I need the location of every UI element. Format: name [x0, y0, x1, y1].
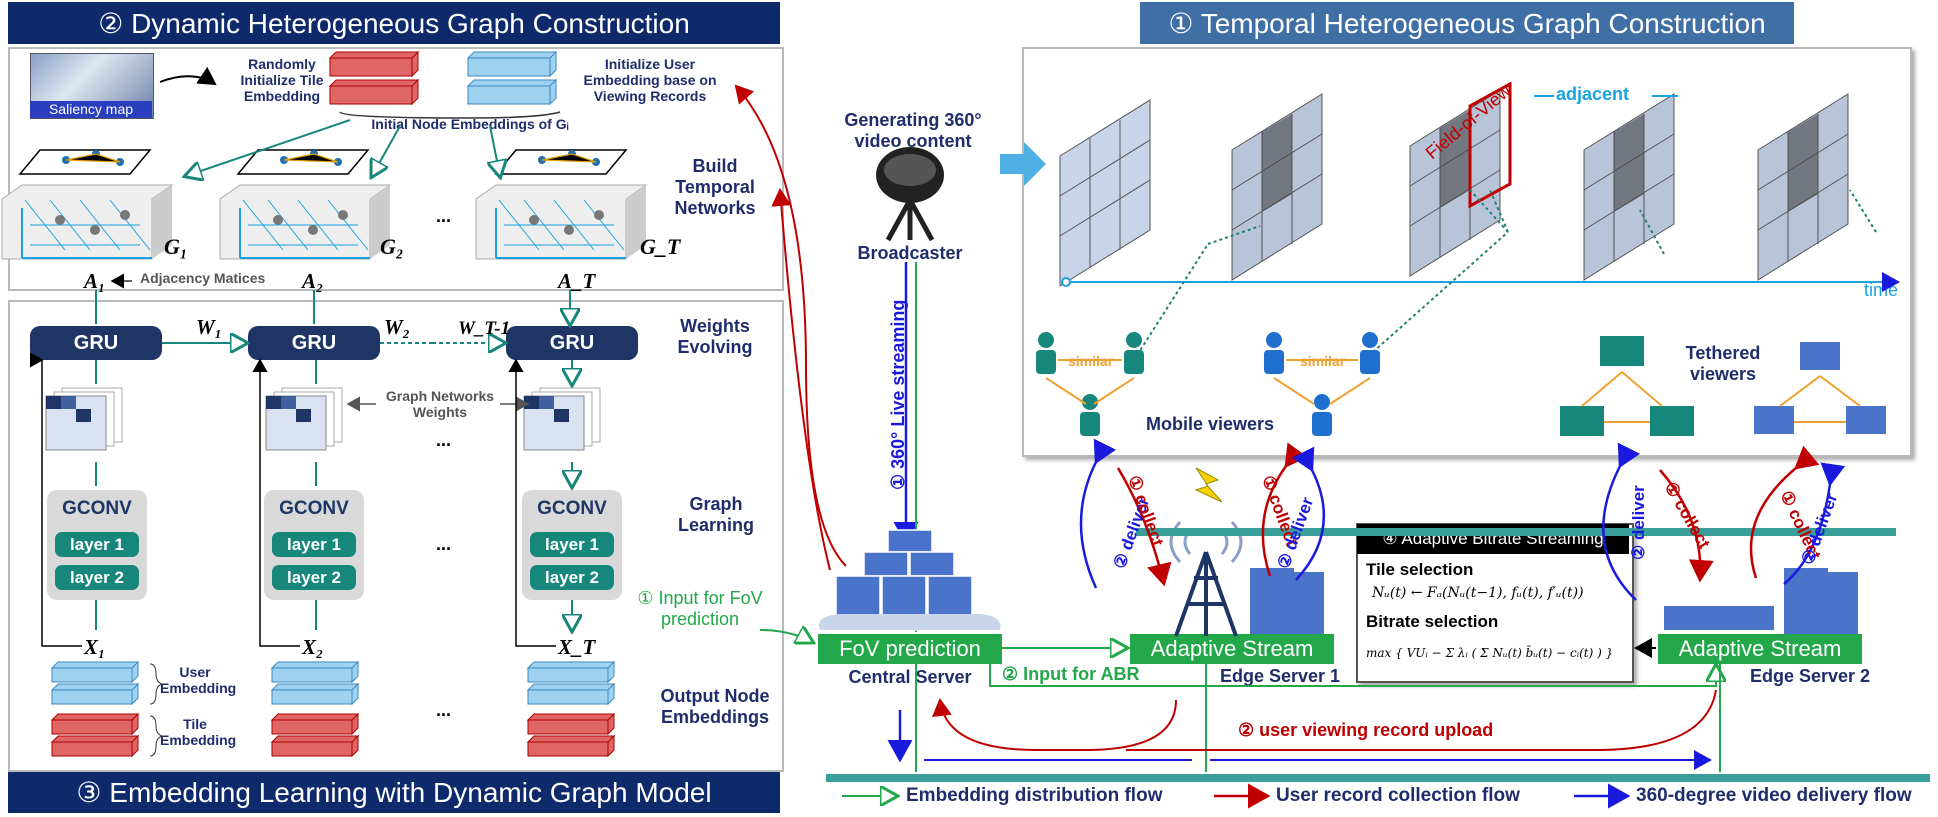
w1-label: W₁ — [196, 315, 222, 339]
camera-icon — [876, 147, 944, 242]
gru-label-2: GRU — [291, 331, 337, 354]
tile-embedding-label: Tile Embedding — [160, 716, 237, 748]
collect-label-3: ① collect — [1661, 479, 1715, 553]
legend-user-text: User record collection flow — [1276, 785, 1520, 806]
bottom-rail — [826, 774, 1930, 782]
fov-prediction-text: FoV prediction — [839, 636, 981, 661]
gru-label-1: GRU — [73, 331, 119, 354]
live-streaming-label: ① 360° Live streaming — [888, 300, 908, 490]
weight-matrix-2 — [265, 387, 343, 451]
init-user-label: Initialize User Embedding base on Viewin… — [583, 56, 717, 104]
a2-label: A₂ — [300, 269, 323, 293]
edge-server-2-icon — [1664, 568, 1858, 634]
dots-mid-1: ... — [436, 430, 451, 450]
upload-label: ② user viewing record upload — [1238, 720, 1494, 740]
broadcaster-label: Broadcaster — [857, 243, 963, 263]
gconv-t-layer-1: layer 1 — [530, 532, 614, 557]
adaptive-stream-box-2: Adaptive Stream — [1658, 634, 1862, 664]
g1-label: G₁ — [164, 234, 188, 259]
gconv-title-2: GCONV — [279, 498, 349, 519]
tethered-viewers-icons — [1560, 336, 1694, 436]
graph-snapshot-t — [475, 149, 648, 260]
adaptive-stream-text-1: Adaptive Stream — [1150, 636, 1314, 661]
tile-embedding-init — [328, 50, 420, 106]
central-server-label: Central Server — [848, 667, 972, 687]
weight-matrix-t — [523, 387, 601, 451]
x2-label: X₂ — [301, 635, 323, 659]
output-embeddings — [50, 660, 616, 758]
tile-selection-label: Tile selection — [1366, 560, 1474, 579]
embedding-learning-title-text: ③ Embedding Learning with Dynamic Graph … — [76, 776, 712, 808]
tethered-viewers-label: Tethered viewers — [1685, 343, 1761, 384]
mobile-viewers-icons — [1036, 332, 1380, 436]
embedding-learning-title: ③ Embedding Learning with Dynamic Graph … — [8, 771, 780, 813]
saliency-map-text: Saliency map — [48, 101, 134, 117]
user-embedding-label: User Embedding — [160, 664, 237, 696]
edge-server-1-icon — [1250, 568, 1324, 634]
gconv-title-1: GCONV — [62, 498, 132, 519]
mobile-viewers-label: Mobile viewers — [1145, 414, 1275, 434]
build-temporal-label: Build Temporal Networks — [674, 156, 756, 218]
w2-label: W₂ — [384, 315, 410, 339]
legend-embedding-text: Embedding distribution flow — [906, 785, 1163, 806]
gconv-block-2: GCONV layer 1 layer 2 — [264, 490, 364, 600]
temporal-graph-title: ① Temporal Heterogeneous Graph Construct… — [1140, 2, 1794, 44]
legend-delivery-text: 360-degree video delivery flow — [1636, 785, 1912, 806]
fov-prediction-box: FoV prediction — [818, 634, 1002, 664]
adjacency-label: Adjacency Matices — [140, 270, 266, 286]
similar-label-2: similar — [1300, 353, 1346, 369]
tile-selection-equation: Nᵤ(t) ← Fₐ(Nᵤ(t−1), fᵤ(t), f′ᵤ(t)) — [1372, 585, 1584, 601]
at-label: A_T — [556, 269, 597, 293]
graph-snapshot-1 — [1, 149, 174, 260]
gt-label: G_T — [640, 234, 682, 259]
output-node-label: Output Node Embeddings — [660, 686, 770, 727]
dynamic-graph-title: ② Dynamic Heterogeneous Graph Constructi… — [8, 2, 780, 44]
dots-mid-3: ... — [436, 700, 451, 720]
g2-label: G₂ — [380, 234, 404, 259]
input-abr-label: ② Input for ABR — [1002, 664, 1140, 684]
dynamic-graph-title-text: ② Dynamic Heterogeneous Graph Constructi… — [98, 7, 690, 39]
gconv-2-layer-2: layer 2 — [272, 565, 356, 590]
gconv-1-layer-2: layer 2 — [55, 565, 139, 590]
cell-tower-icon — [1169, 467, 1243, 637]
similar-label-1: similar — [1068, 353, 1114, 369]
edge-server-1-label: Edge Server 1 — [1219, 666, 1341, 686]
x1-label: X₁ — [83, 635, 105, 659]
adaptive-stream-box-1: Adaptive Stream — [1130, 634, 1334, 664]
gconv-1-layer-1: layer 1 — [55, 532, 139, 557]
a1-label: A₁ — [82, 269, 105, 293]
random-tile-label: Randomly Initialize Tile Embedding — [240, 56, 324, 104]
dots-top: ... — [436, 206, 451, 226]
wt1-label: W_T-1 — [458, 318, 510, 339]
graph-learning-label: Graph Learning — [677, 494, 754, 535]
bitrate-selection-heading: Bitrate selection — [1366, 612, 1499, 631]
xt-label: X_T — [557, 635, 597, 659]
gconv-t-layer-2: layer 2 — [530, 565, 614, 590]
saliency-map-label: Saliency map — [30, 101, 152, 118]
deliver-label-3: ② deliver — [1629, 485, 1648, 560]
gru-block-1: GRU — [30, 326, 162, 360]
edge-server-2-label: Edge Server 2 — [1749, 666, 1871, 686]
dots-mid-2: ... — [436, 534, 451, 554]
temporal-graph-title-text: ① Temporal Heterogeneous Graph Construct… — [1168, 7, 1766, 39]
gconv-block-1: GCONV layer 1 layer 2 — [47, 490, 147, 600]
weights-evolving-label: Weights Evolving — [677, 316, 753, 357]
graph-snapshot-2 — [219, 149, 392, 260]
user-embedding-init — [466, 50, 558, 106]
gru-block-2: GRU — [248, 326, 380, 360]
generating-label: Generating 360° video content — [844, 110, 982, 151]
initial-node-label: Initial Node Embeddings of Gᵢ — [371, 116, 569, 132]
arrow-right-icon — [1000, 142, 1046, 186]
adaptive-stream-text-2: Adaptive Stream — [1678, 636, 1842, 661]
bitrate-selection-equation: max { VUᵢ − Σ λᵢ ( Σ Nᵤ(t) b̄ᵤ(t) − cᵢ(t… — [1366, 646, 1614, 660]
graph-weights-label: Graph Networks Weights — [385, 388, 495, 420]
adjacent-label: adjacent — [1556, 84, 1630, 104]
weight-matrix-1 — [45, 387, 123, 451]
gconv-2-layer-1: layer 1 — [272, 532, 356, 557]
video-frames — [1059, 81, 1849, 287]
input-fov-label: ① Input for FoV prediction — [637, 588, 763, 629]
